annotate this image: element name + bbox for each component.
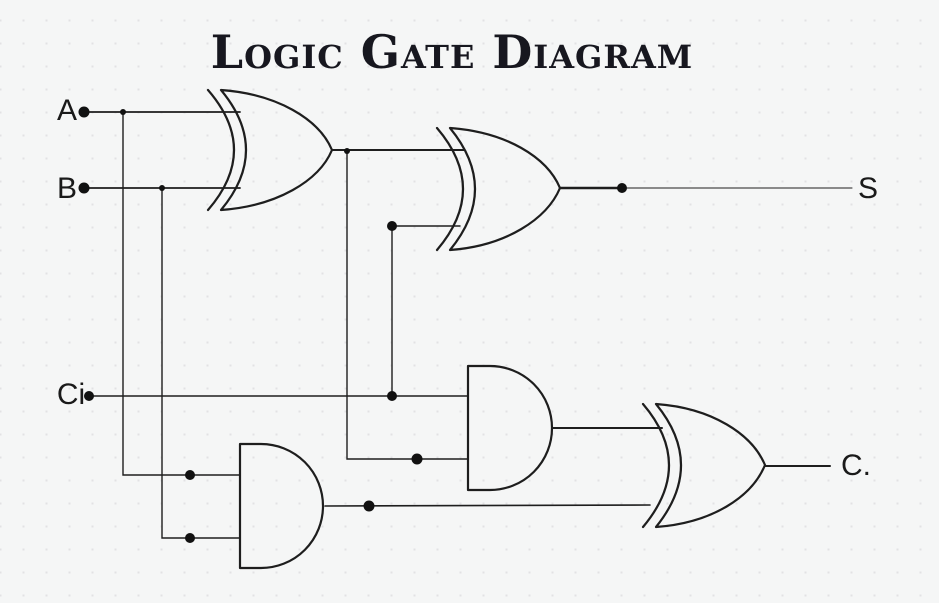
terminal-dot-b <box>78 182 90 194</box>
and2-body <box>238 442 325 570</box>
xor2-body <box>448 126 562 252</box>
xor3-input-arc <box>641 402 670 529</box>
output-label-c: C. <box>841 449 871 482</box>
junction-dot-and2-in-top <box>185 470 195 480</box>
output-label-s: S <box>857 172 879 205</box>
terminal-dot-a <box>78 106 90 118</box>
xor1-body <box>219 88 334 212</box>
xor2-input-arc <box>435 126 464 252</box>
wire-branch-ci-to-xor2 <box>391 225 461 397</box>
xor2-gate <box>435 126 562 252</box>
wire-branch-a-to-and2 <box>122 111 241 476</box>
wire-branch-xor1-to-and1 <box>346 149 469 460</box>
junction-dot-and2-out <box>363 500 375 512</box>
wires <box>83 111 853 539</box>
junction-dot-xor2-in <box>387 221 397 231</box>
junction-dot-ci-line <box>387 391 397 401</box>
and1-body <box>466 364 554 492</box>
junction-dot-a-branch <box>120 109 126 115</box>
xor3-body <box>654 402 767 529</box>
input-label-ci: Ci <box>56 378 86 411</box>
xor1-input-arc <box>206 88 235 212</box>
terminal-dot-ci <box>84 391 94 401</box>
and1-gate <box>466 364 554 492</box>
connection-dots <box>78 106 627 543</box>
xor3-gate <box>641 402 767 529</box>
junction-dot-b-branch <box>159 185 165 191</box>
input-label-a: A <box>56 94 78 127</box>
junction-dot-and1-in <box>411 453 423 465</box>
junction-dot-and2-in-bot <box>185 533 195 543</box>
xor1-gate <box>206 88 334 212</box>
wire-and2-out-to-xor3 <box>324 504 651 507</box>
wire-branch-b-to-and2 <box>161 187 241 539</box>
and2-gate <box>238 442 325 570</box>
input-label-b: B <box>56 172 78 205</box>
diagram-title: Logic Gate Diagram <box>210 25 694 79</box>
junction-dot-s-line <box>617 183 627 193</box>
junction-dot-xor1-out <box>344 148 350 154</box>
